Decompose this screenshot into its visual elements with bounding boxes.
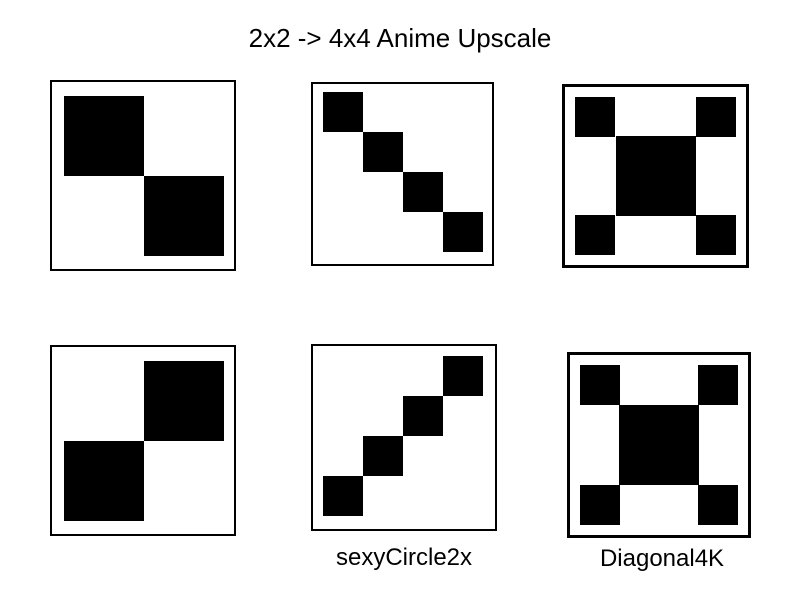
pixel-cell bbox=[144, 361, 224, 441]
pixel-cell bbox=[580, 365, 620, 405]
pixel-cell bbox=[698, 485, 738, 525]
pixel-cell bbox=[323, 92, 363, 132]
pixel-cell bbox=[64, 96, 144, 176]
pixel-cell bbox=[403, 396, 443, 436]
pixel-cell bbox=[575, 215, 615, 255]
sexycircle2x-caption: sexyCircle2x bbox=[335, 544, 473, 571]
diagonal4k-4x4-diagonal-down-panel bbox=[562, 84, 749, 268]
pixel-cell bbox=[64, 441, 144, 521]
pixel-cell bbox=[619, 405, 699, 485]
pixel-cell bbox=[698, 365, 738, 405]
diagram-title: 2x2 -> 4x4 Anime Upscale bbox=[248, 23, 552, 53]
pixel-cell bbox=[403, 172, 443, 212]
sexycircle2x-4x4-diagonal-up-panel bbox=[311, 344, 497, 531]
pixel-cell bbox=[580, 485, 620, 525]
pixel-cell bbox=[443, 356, 483, 396]
diagonal4k-caption: Diagonal4K bbox=[599, 545, 725, 572]
pixel-cell bbox=[323, 476, 363, 516]
input-2x2-diagonal-down-panel bbox=[50, 80, 236, 271]
pixel-cell bbox=[696, 215, 736, 255]
pixel-cell bbox=[575, 97, 615, 137]
pixel-cell bbox=[144, 176, 224, 256]
pixel-cell bbox=[363, 132, 403, 172]
diagonal4k-4x4-diagonal-up-panel bbox=[567, 352, 751, 538]
pixel-cell bbox=[443, 212, 483, 252]
sexycircle2x-4x4-diagonal-down-panel bbox=[311, 82, 494, 266]
pixel-cell bbox=[363, 436, 403, 476]
input-2x2-diagonal-up-panel bbox=[50, 345, 236, 536]
pixel-cell bbox=[696, 97, 736, 137]
pixel-cell bbox=[615, 136, 696, 216]
